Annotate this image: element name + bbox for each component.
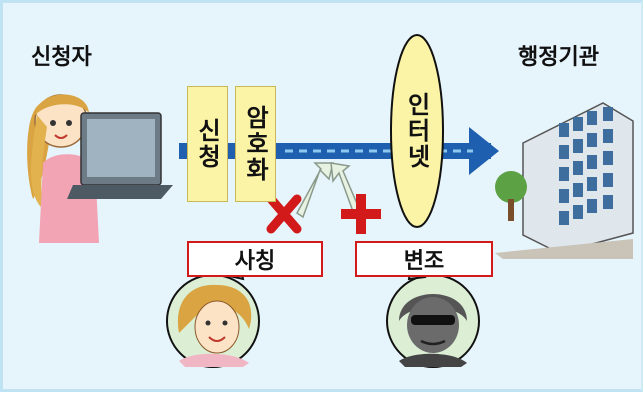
apply-box: 신청 bbox=[187, 86, 228, 202]
applicant-label: 신청자 bbox=[31, 45, 92, 70]
masked-man-face-icon bbox=[386, 274, 480, 368]
agency-label: 행정기관 bbox=[518, 45, 599, 70]
internet-label: 인터넷 bbox=[402, 92, 431, 170]
diagram-graphics bbox=[27, 34, 634, 368]
woman-with-laptop-icon bbox=[27, 94, 173, 243]
plus-mark-icon bbox=[341, 194, 381, 234]
office-building-icon bbox=[495, 102, 634, 259]
encrypt-box: 암호화 bbox=[235, 86, 276, 202]
internet-ellipse bbox=[390, 34, 444, 228]
impersonation-box: 사칭 bbox=[187, 241, 323, 277]
threat-arrow-impersonation bbox=[296, 162, 334, 219]
tampering-box: 변조 bbox=[355, 241, 493, 277]
x-mark-icon bbox=[266, 194, 302, 234]
woman-face-icon bbox=[166, 274, 260, 368]
